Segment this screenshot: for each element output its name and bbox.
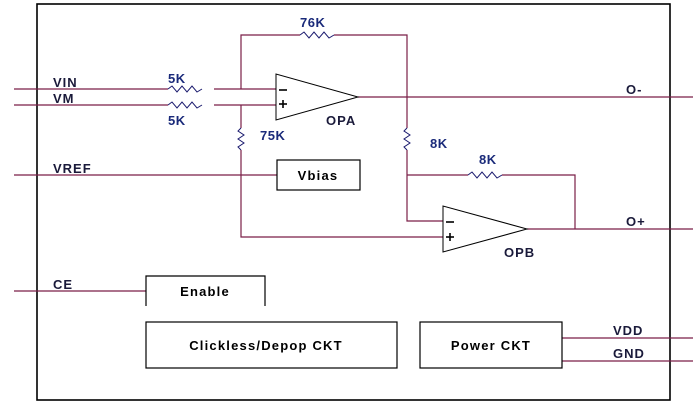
port-label-gnd: GND [613, 346, 645, 361]
chip-boundary [36, 3, 671, 401]
resistor-8k-input [403, 127, 411, 151]
vm-net [14, 101, 276, 109]
resistor-vm [167, 101, 203, 109]
opb-label: OPB [504, 245, 535, 260]
opa-amplifier [275, 73, 360, 121]
port-label-out-plus: O+ [626, 214, 646, 229]
port-label-vin: VIN [53, 75, 78, 90]
resistor-vin [167, 85, 203, 93]
port-label-ce: CE [53, 277, 73, 292]
clickless-depop-block [145, 321, 398, 369]
resistor-value-75k: 75K [260, 128, 285, 143]
enable-label: Enable [180, 284, 230, 299]
enable-block [145, 275, 266, 306]
bias-net [14, 105, 443, 238]
power-ckt-block [419, 321, 563, 369]
opa-feedback-net [240, 31, 408, 97]
vbias-block [276, 159, 361, 191]
resistor-value-8k-feedback: 8K [479, 152, 497, 167]
opb-amplifier [442, 205, 529, 253]
resistor-76k [299, 31, 335, 39]
port-label-vdd: VDD [613, 323, 643, 338]
clickless-depop-label: Clickless/Depop CKT [189, 338, 343, 353]
vin-net [14, 85, 276, 93]
opa-label: OPA [326, 113, 356, 128]
resistor-value-vin: 5K [168, 71, 186, 86]
resistor-value-vm: 5K [168, 113, 186, 128]
resistor-value-76k: 76K [300, 15, 325, 30]
resistor-75k [237, 127, 245, 151]
port-label-vref: VREF [53, 161, 92, 176]
port-label-out-minus: O- [626, 82, 642, 97]
vbias-label: Vbias [298, 168, 339, 183]
resistor-value-8k-input: 8K [430, 136, 448, 151]
opb-input-net [403, 97, 576, 229]
port-label-vm: VM [53, 91, 75, 106]
resistor-8k-feedback [467, 171, 503, 179]
power-ckt-label: Power CKT [451, 338, 531, 353]
